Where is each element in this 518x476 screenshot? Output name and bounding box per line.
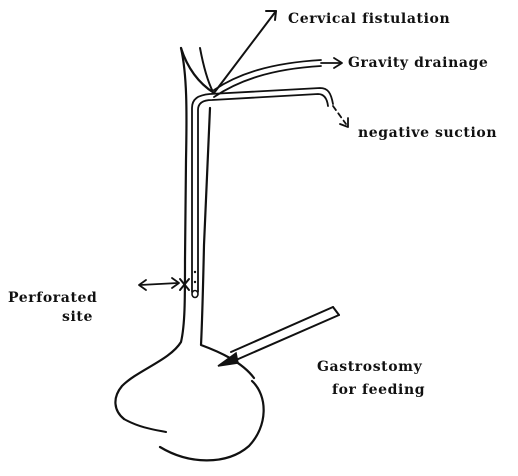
label-gravity-drainage: Gravity drainage (348, 55, 488, 71)
label-gastrostomy: Gastrostomy (317, 359, 422, 375)
perforated-site-marker (139, 278, 189, 290)
label-perforated: Perforated (8, 290, 97, 306)
negative-suction-tube (192, 88, 348, 298)
esophagus-stomach-outline (115, 48, 263, 460)
label-perforated-site: site (62, 309, 93, 325)
label-cervical-fistulation: Cervical fistulation (288, 11, 450, 27)
gastrostomy-tube (218, 307, 339, 366)
label-negative-suction: negative suction (358, 125, 497, 141)
label-for-feeding: for feeding (332, 382, 425, 398)
